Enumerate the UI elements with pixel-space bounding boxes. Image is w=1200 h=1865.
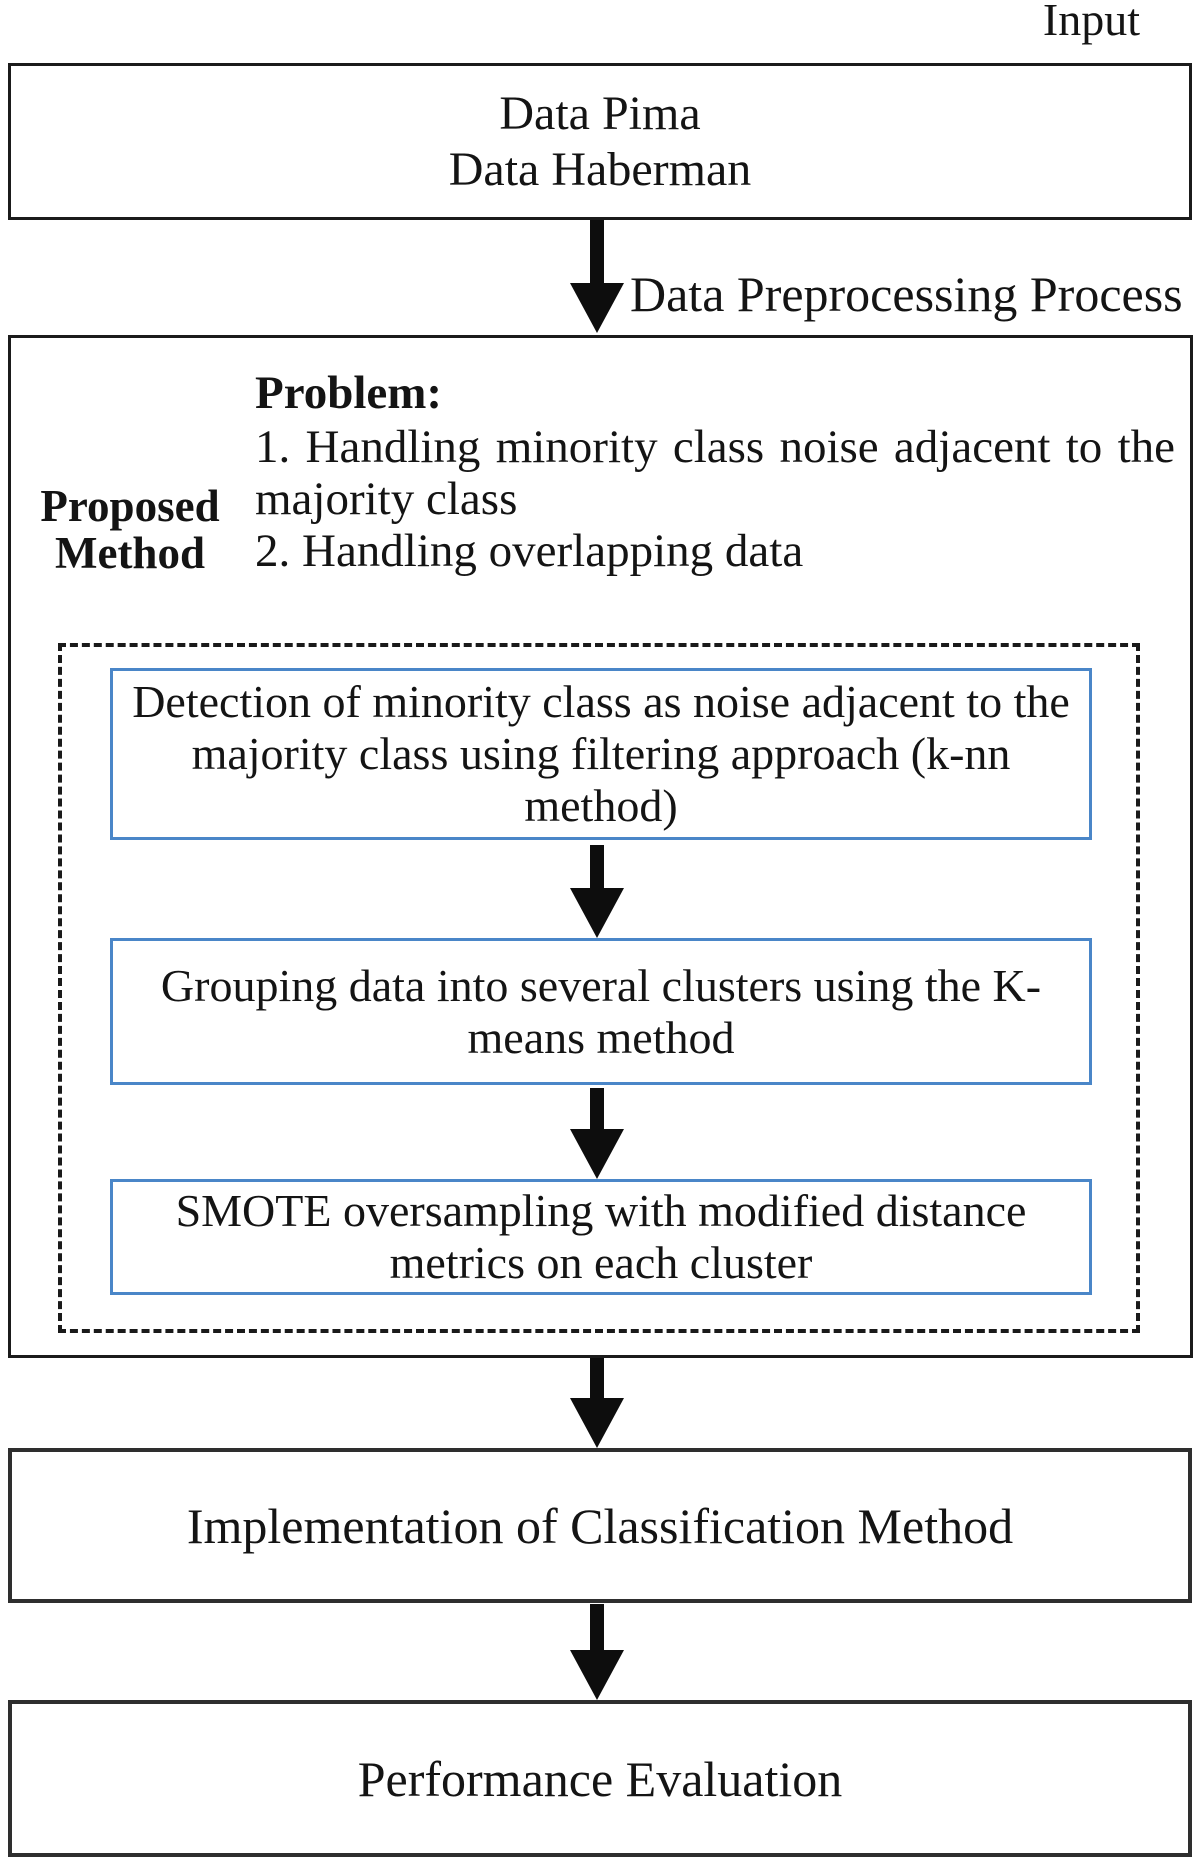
arrow-method-to-classification bbox=[570, 1358, 624, 1448]
proposed-method-label: Proposed Method bbox=[40, 481, 220, 578]
step-box-smote-oversampling: SMOTE oversampling with modified distanc… bbox=[110, 1179, 1092, 1295]
arrow-step1-to-step2 bbox=[570, 845, 624, 938]
arrow-head-icon bbox=[570, 1129, 624, 1179]
arrow-shaft bbox=[590, 845, 604, 888]
arrow-shaft bbox=[590, 1604, 604, 1650]
dataset-line-2: Data Haberman bbox=[448, 142, 752, 196]
pipeline-dashed-box bbox=[58, 643, 1140, 1333]
arrow-dataset-to-method bbox=[570, 220, 624, 333]
dataset-text: Data Pima Data Haberman bbox=[449, 86, 752, 198]
problem-heading: Problem: bbox=[255, 367, 443, 419]
classification-label: Implementation of Classification Method bbox=[186, 1497, 1014, 1554]
arrow-head-icon bbox=[570, 283, 624, 333]
evaluation-label: Performance Evaluation bbox=[357, 1750, 843, 1807]
preprocess-label: Data Preprocessing Process bbox=[630, 266, 1183, 322]
step-text-3: SMOTE oversampling with modified distanc… bbox=[175, 1185, 1027, 1288]
problem-block: Problem: 1. Handling minority class nois… bbox=[255, 367, 1175, 577]
dataset-line-1: Data Pima bbox=[499, 86, 701, 140]
classification-box: Implementation of Classification Method bbox=[8, 1448, 1192, 1603]
dataset-box: Data Pima Data Haberman bbox=[8, 63, 1192, 220]
arrow-head-icon bbox=[570, 1398, 624, 1448]
arrow-step2-to-step3 bbox=[570, 1088, 624, 1179]
evaluation-box: Performance Evaluation bbox=[8, 1700, 1192, 1857]
step-text-1: Detection of minority class as noise adj… bbox=[132, 676, 1070, 831]
arrow-head-icon bbox=[570, 1650, 624, 1700]
arrow-shaft bbox=[590, 220, 604, 283]
step-text-2: Grouping data into several clusters usin… bbox=[160, 959, 1042, 1063]
arrow-head-icon bbox=[570, 888, 624, 938]
input-label: Input bbox=[1042, 0, 1140, 45]
arrow-shaft bbox=[590, 1088, 604, 1129]
step-box-noise-detection: Detection of minority class as noise adj… bbox=[110, 668, 1092, 840]
step-box-kmeans-clustering: Grouping data into several clusters usin… bbox=[110, 938, 1092, 1085]
arrow-classification-to-evaluation bbox=[570, 1604, 624, 1700]
problem-item-2: 2. Handling overlapping data bbox=[255, 525, 804, 577]
problem-item-1: 1. Handling minority class noise adjacen… bbox=[255, 421, 1175, 525]
arrow-shaft bbox=[590, 1358, 604, 1398]
